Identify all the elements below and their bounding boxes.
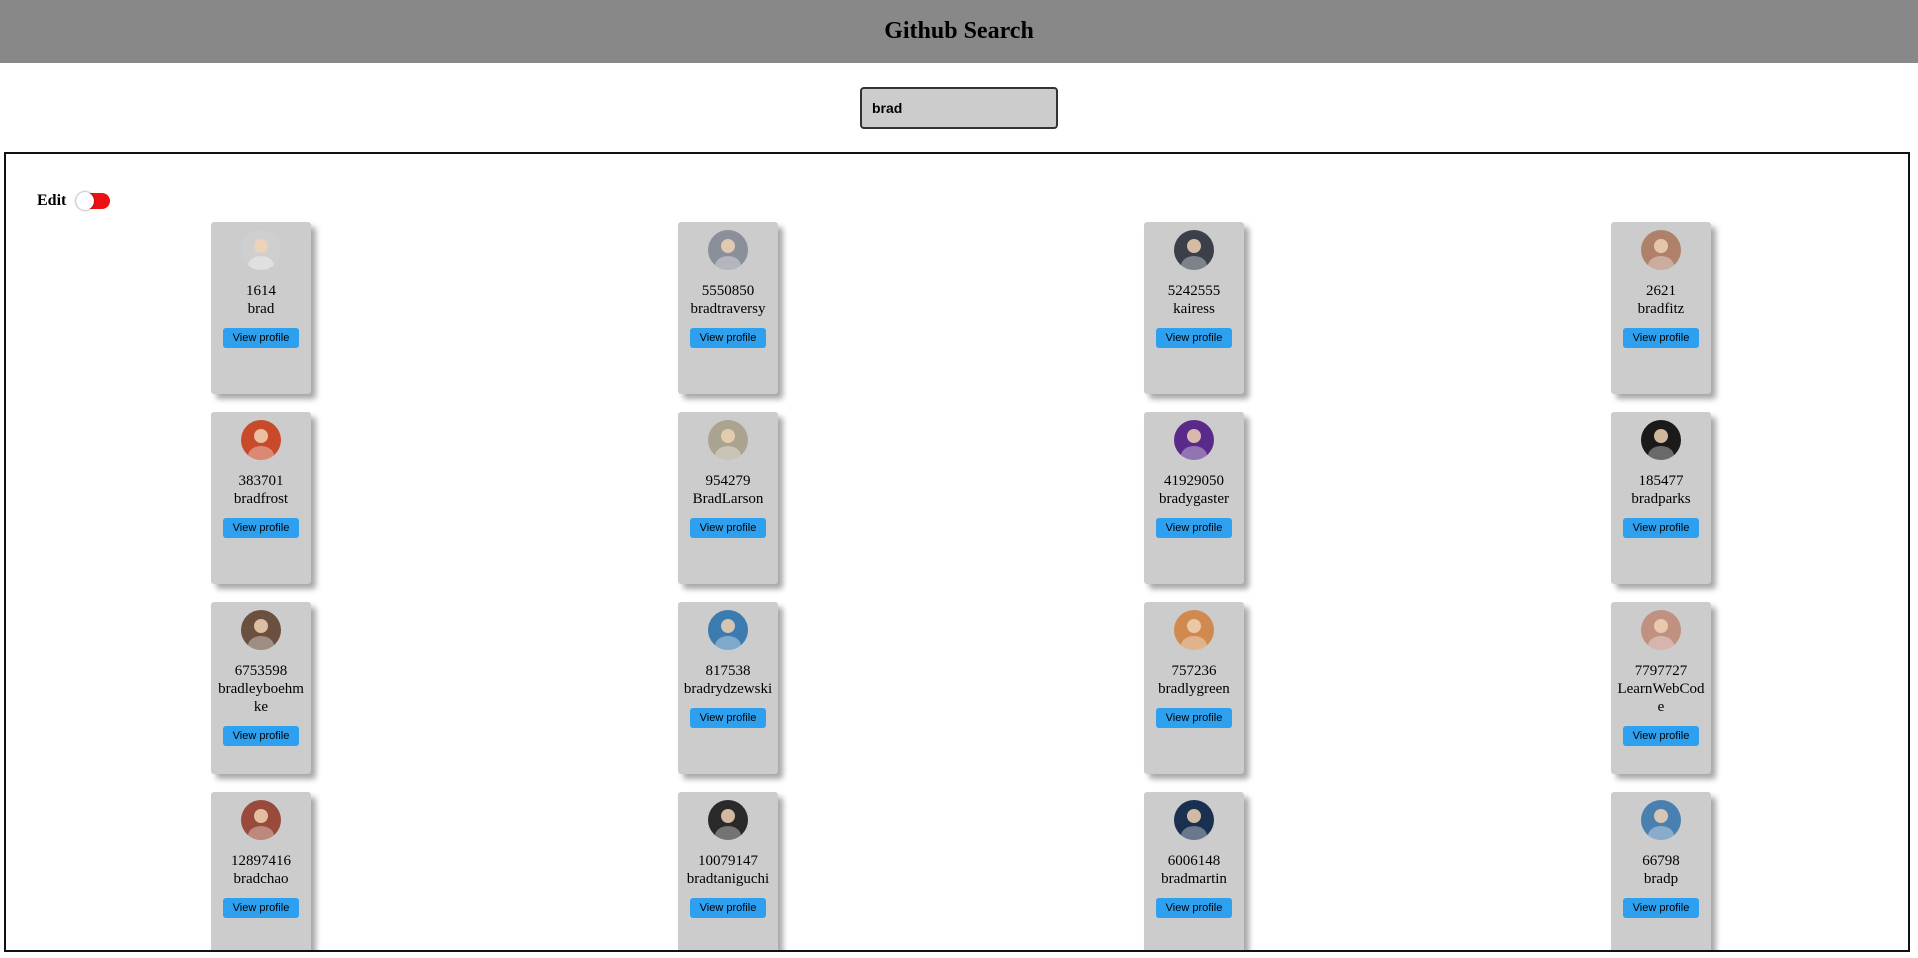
avatar: [241, 610, 281, 650]
user-id: 757236: [1171, 663, 1217, 679]
avatar: [1641, 420, 1681, 460]
view-profile-button[interactable]: View profile: [222, 726, 300, 746]
view-profile-button[interactable]: View profile: [1622, 328, 1700, 348]
user-login: bradrydzewski: [683, 681, 773, 697]
user-id: 383701: [238, 473, 284, 489]
avatar: [241, 420, 281, 460]
user-login: bradygaster: [1159, 491, 1229, 507]
user-login: bradparks: [1631, 491, 1691, 507]
user-login: kairess: [1173, 301, 1215, 317]
view-profile-button[interactable]: View profile: [1155, 898, 1233, 918]
search-input[interactable]: [860, 87, 1058, 129]
avatar: [708, 230, 748, 270]
view-profile-button[interactable]: View profile: [222, 518, 300, 538]
view-profile-button[interactable]: View profile: [1155, 708, 1233, 728]
avatar: [708, 800, 748, 840]
view-profile-button[interactable]: View profile: [1622, 898, 1700, 918]
user-id: 185477: [1638, 473, 1684, 489]
user-login: bradtaniguchi: [686, 871, 770, 887]
user-login: bradp: [1643, 871, 1679, 887]
user-login: brad: [247, 301, 275, 317]
view-profile-button[interactable]: View profile: [689, 708, 767, 728]
edit-toggle[interactable]: [76, 192, 111, 210]
avatar: [1174, 610, 1214, 650]
user-login: bradmartin: [1161, 871, 1227, 887]
user-login: bradfrost: [233, 491, 289, 507]
edit-toggle-row: Edit: [37, 192, 111, 210]
view-profile-button[interactable]: View profile: [222, 328, 300, 348]
edit-label: Edit: [37, 192, 67, 209]
user-login: bradchao: [233, 871, 289, 887]
view-profile-button[interactable]: View profile: [1622, 726, 1700, 746]
user-login: bradlygreen: [1158, 681, 1230, 697]
view-profile-button[interactable]: View profile: [689, 328, 767, 348]
user-id: 6753598: [234, 663, 288, 679]
avatar: [1641, 800, 1681, 840]
user-id: 5550850: [701, 283, 755, 299]
user-id: 12897416: [231, 853, 291, 869]
user-id: 954279: [705, 473, 751, 489]
user-id: 5242555: [1167, 283, 1221, 299]
app-header: Github Search: [0, 0, 1918, 63]
search-bar: [0, 63, 1918, 153]
user-id: 6006148: [1167, 853, 1221, 869]
user-login: BradLarson: [692, 491, 764, 507]
user-id: 66798: [1642, 853, 1680, 869]
user-id: 7797727: [1634, 663, 1688, 679]
view-profile-button[interactable]: View profile: [222, 898, 300, 918]
avatar: [708, 420, 748, 460]
avatar: [1174, 420, 1214, 460]
view-profile-button[interactable]: View profile: [1622, 518, 1700, 538]
avatar: [241, 800, 281, 840]
user-id: 2621: [1646, 283, 1676, 299]
page-title: Github Search: [884, 18, 1034, 44]
user-id: 1614: [246, 283, 276, 299]
view-profile-button[interactable]: View profile: [689, 898, 767, 918]
toggle-knob: [76, 192, 95, 210]
user-login: bradtraversy: [690, 301, 766, 317]
avatar: [1641, 230, 1681, 270]
avatar: [241, 230, 281, 270]
view-profile-button[interactable]: View profile: [1155, 328, 1233, 348]
avatar: [708, 610, 748, 650]
user-id: 10079147: [698, 853, 758, 869]
user-login: LearnWebCode: [1617, 681, 1705, 715]
user-id: 817538: [705, 663, 751, 679]
avatar: [1174, 230, 1214, 270]
user-login: bradleyboehmke: [218, 681, 304, 715]
view-profile-button[interactable]: View profile: [1155, 518, 1233, 538]
avatar: [1174, 800, 1214, 840]
user-id: 41929050: [1164, 473, 1224, 489]
avatar: [1641, 610, 1681, 650]
user-login: bradfitz: [1637, 301, 1685, 317]
view-profile-button[interactable]: View profile: [689, 518, 767, 538]
